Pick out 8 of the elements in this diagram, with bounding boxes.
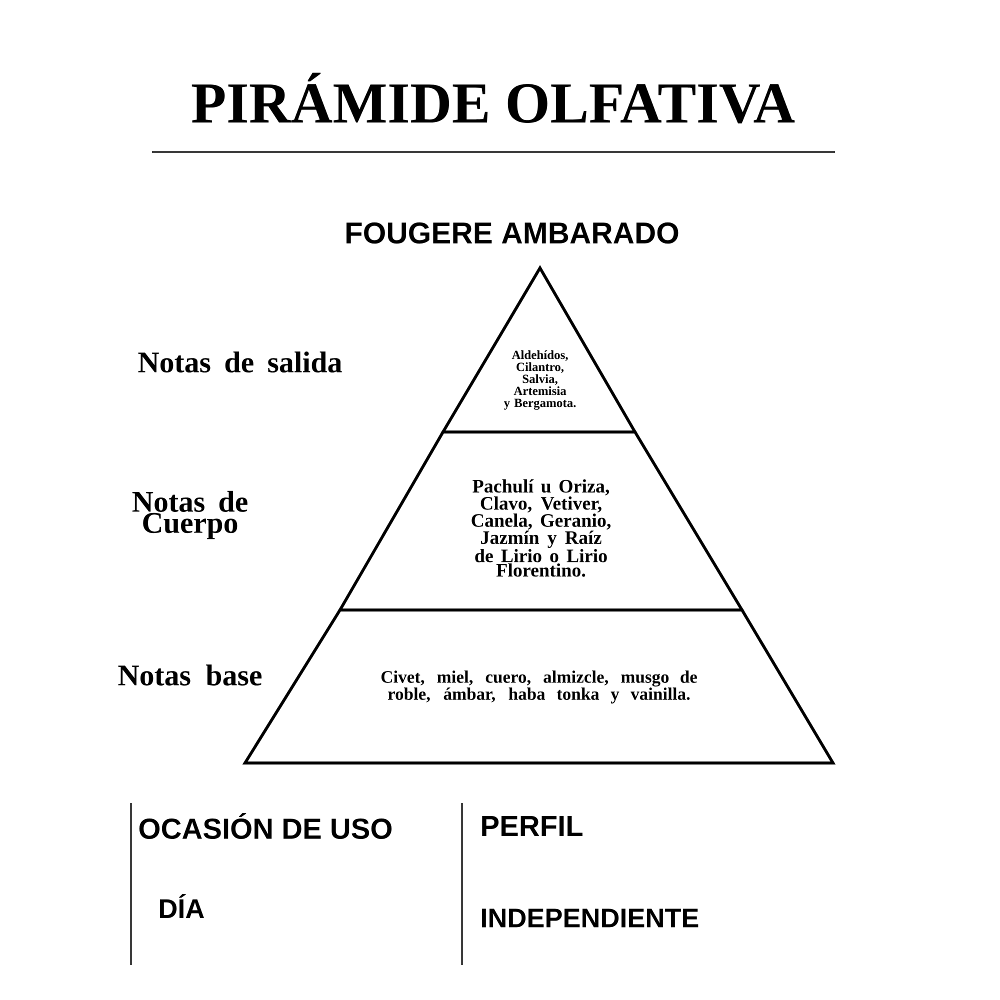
tier-label: Notas de salida: [138, 351, 342, 373]
value-text: DÍA: [160, 894, 204, 918]
tier-label: Notas de Cuerpo: [132, 490, 248, 540]
value-text: INDEPENDIENTE: [482, 908, 698, 928]
heading: OCASIÓN DE USO: [139, 813, 392, 839]
title: PIRÁMIDE OLFATIVA: [192, 72, 795, 124]
tier-label: Notas base: [118, 664, 262, 686]
heading: PERFIL: [482, 816, 582, 836]
